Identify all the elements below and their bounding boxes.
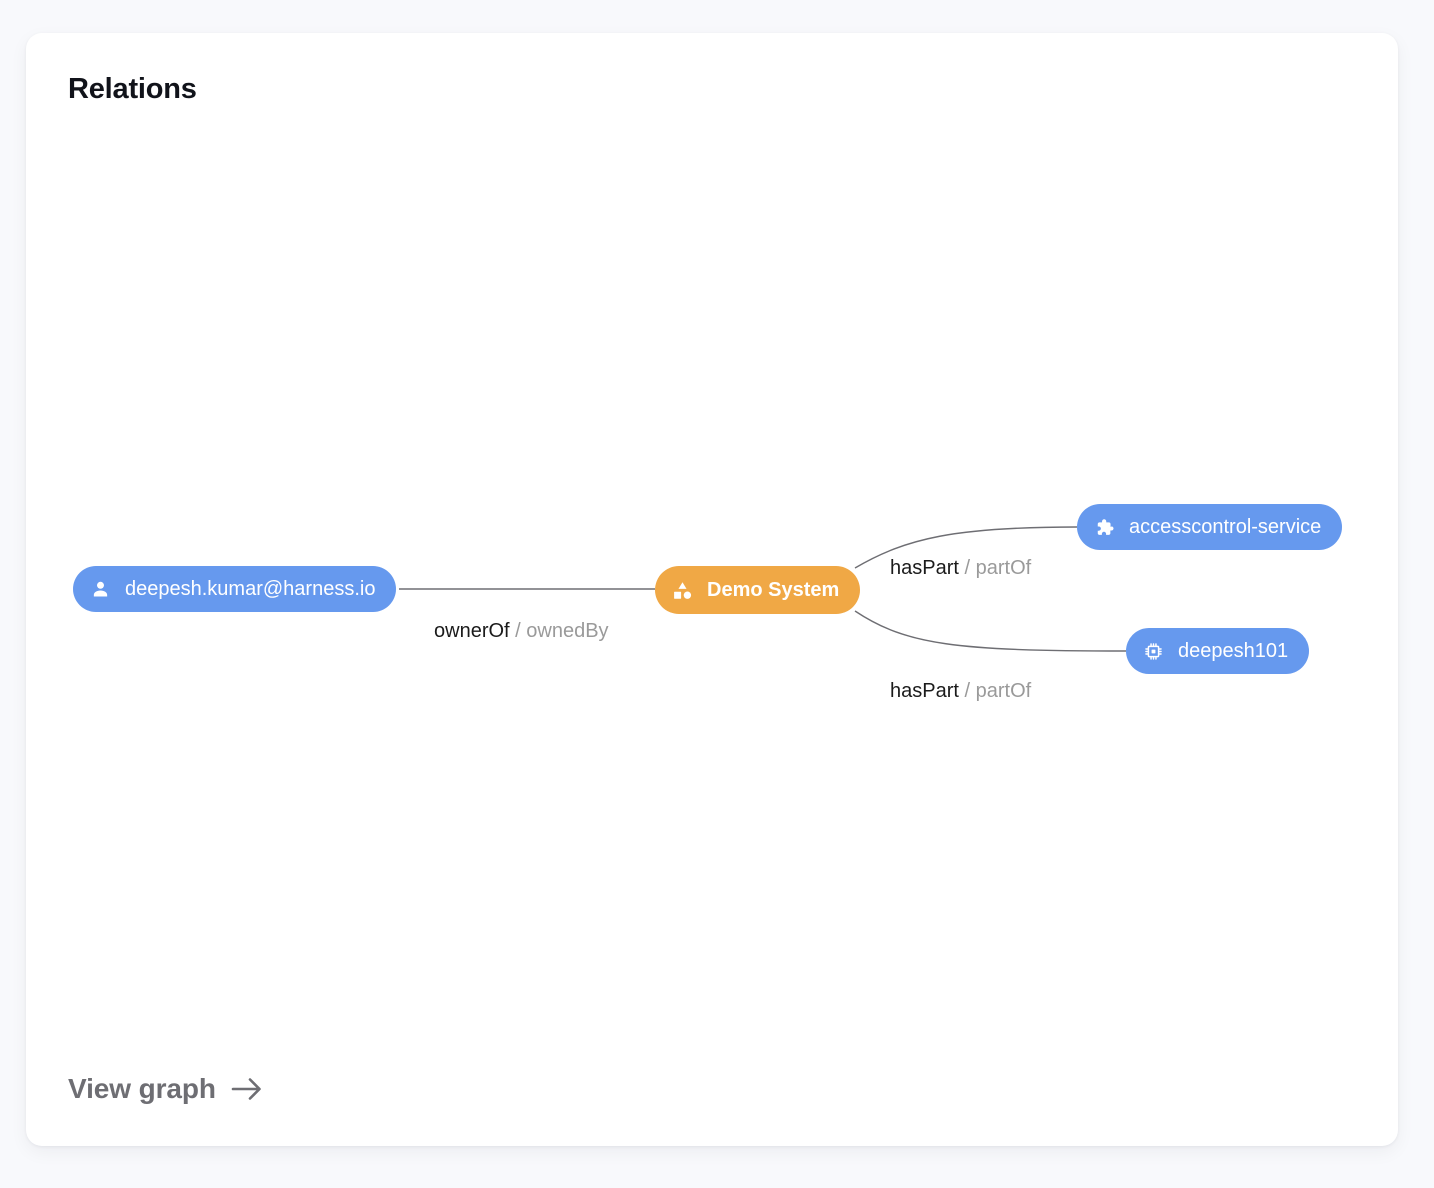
memory-chip-icon [1142, 640, 1164, 662]
edge-label-haspart-access-reverse: partOf [975, 557, 1032, 579]
relations-card: Relations ownerOf / ownedBy hasPart / pa [26, 33, 1398, 1146]
view-graph-link[interactable]: View graph [68, 1073, 264, 1105]
edge-label-owner-separator: / [515, 620, 521, 642]
graph-node-user-label: deepesh.kumar@harness.io [125, 578, 376, 600]
edge-label-owner-forward: ownerOf [434, 620, 510, 642]
edge-label-owner-reverse: ownedBy [526, 620, 609, 642]
edge-path-haspart-deepesh101 [854, 610, 1127, 652]
edge-label-haspart-deepesh101-forward: hasPart [890, 680, 959, 702]
edge-label-haspart-access: hasPart / partOf [890, 558, 1031, 578]
category-icon [671, 579, 693, 601]
edge-label-haspart-access-separator: / [964, 557, 971, 579]
graph-node-system[interactable]: Demo System [655, 566, 861, 614]
puzzle-piece-icon [1093, 516, 1115, 538]
relations-graph: ownerOf / ownedBy hasPart / partOf hasPa… [26, 33, 1398, 1146]
edge-label-haspart-deepesh101: hasPart / partOf [890, 681, 1031, 701]
arrow-right-icon [230, 1074, 264, 1104]
graph-node-accesscontrol-service[interactable]: accesscontrol-service [1077, 504, 1343, 550]
edge-label-owner: ownerOf / ownedBy [434, 621, 609, 641]
graph-node-accesscontrol-service-label: accesscontrol-service [1129, 516, 1322, 538]
edge-label-haspart-access-forward: hasPart [890, 557, 959, 579]
graph-node-user[interactable]: deepesh.kumar@harness.io [73, 566, 397, 612]
graph-node-deepesh101-label: deepesh101 [1178, 640, 1289, 662]
page-title: Relations [68, 73, 197, 105]
graph-node-system-label: Demo System [707, 579, 840, 601]
person-icon [89, 578, 111, 600]
edge-label-haspart-deepesh101-separator: / [964, 680, 971, 702]
graph-node-deepesh101[interactable]: deepesh101 [1126, 628, 1310, 674]
view-graph-label: View graph [68, 1073, 216, 1104]
edge-label-haspart-deepesh101-reverse: partOf [975, 680, 1032, 702]
